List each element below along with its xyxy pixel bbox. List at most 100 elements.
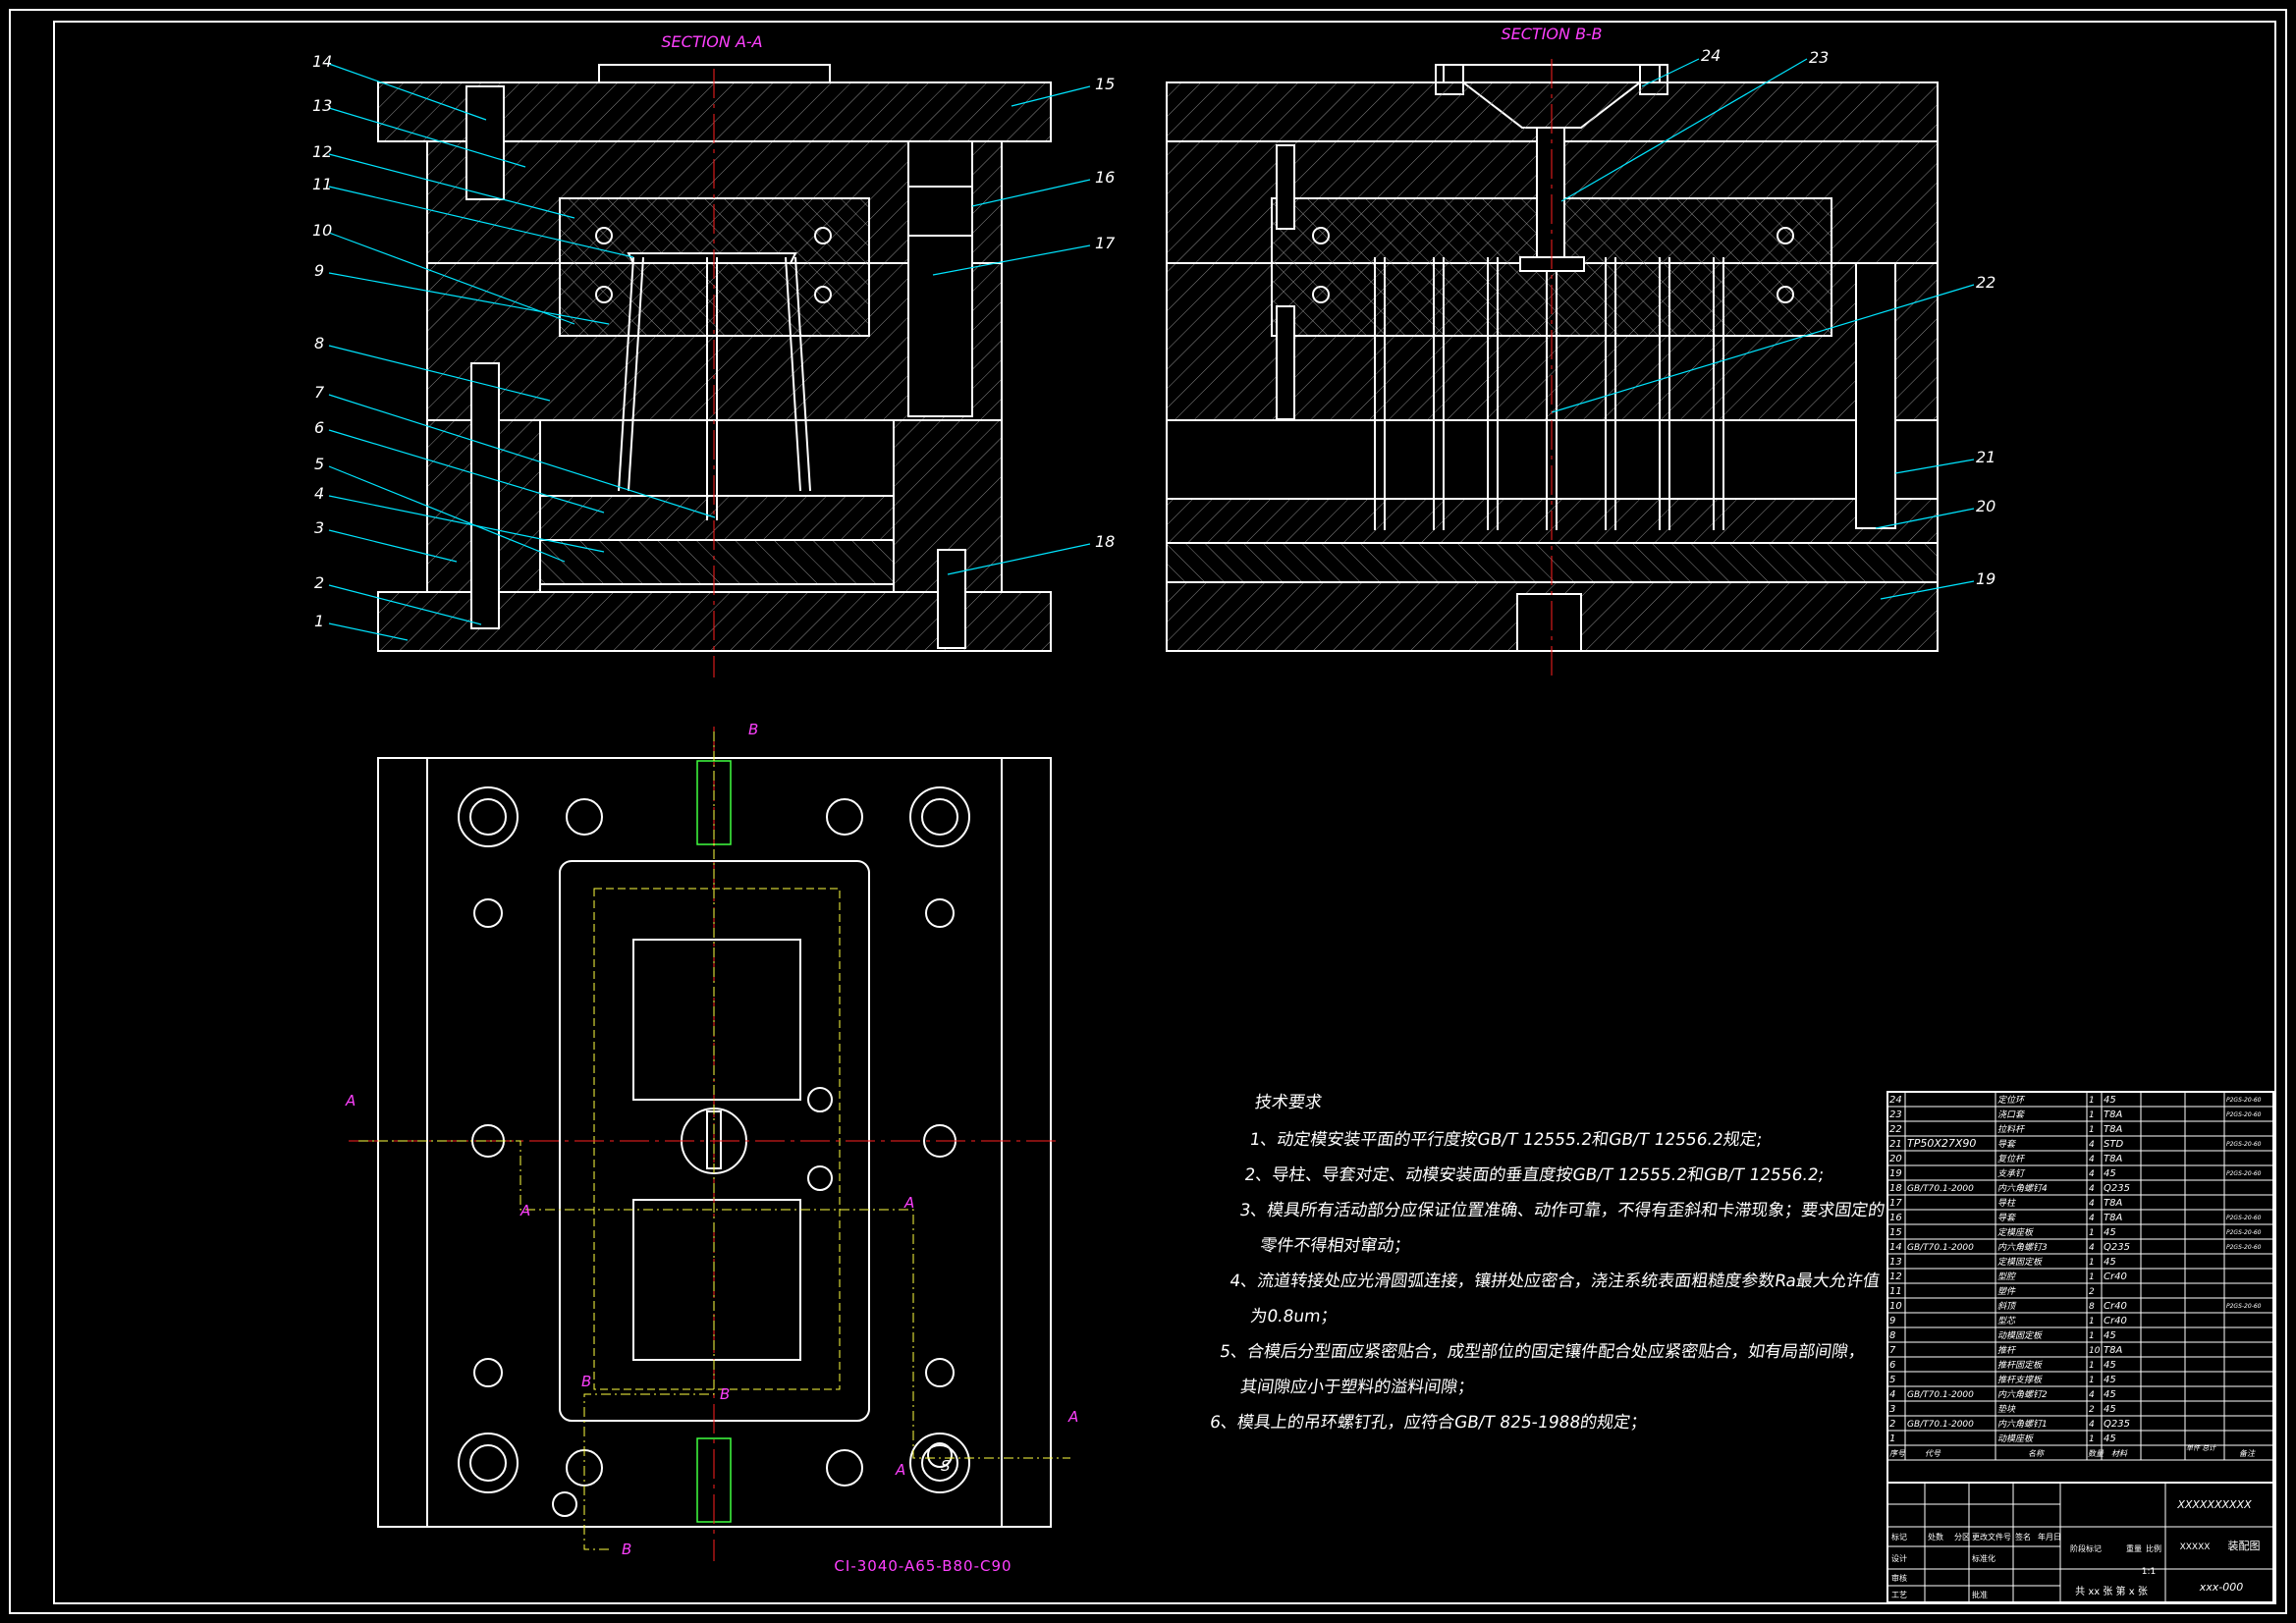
bom-cell-name: 导套 xyxy=(1997,1213,2017,1223)
bom-cell-no: 11 xyxy=(1889,1286,1902,1297)
bom-cell-name: 动模固定板 xyxy=(1997,1330,2044,1341)
plan-part-top xyxy=(632,939,801,1101)
bom-header-no: 序号 xyxy=(1889,1449,1906,1458)
bom-cell-qty: 4 xyxy=(2089,1214,2095,1223)
bom-cell-qty: 4 xyxy=(2089,1169,2095,1179)
bom-cell-name: 复位杆 xyxy=(1997,1154,2026,1164)
leader-label: 12 xyxy=(312,142,332,161)
bom-cell-name: 导套 xyxy=(1997,1139,2017,1150)
bom-cell-no: 4 xyxy=(1889,1389,1895,1400)
bom-cell-no: 3 xyxy=(1889,1404,1895,1415)
title-label: 审核 xyxy=(1891,1573,1907,1583)
bom-cell-name: 拉料杆 xyxy=(1997,1124,2026,1135)
bom-cell-material: T8A xyxy=(2104,1345,2122,1356)
tech-item: 为0.8um； xyxy=(1248,1307,1339,1326)
marker-a-mid: A xyxy=(519,1202,530,1219)
title-drawing-name: 装配图 xyxy=(2228,1540,2261,1552)
plan-part-bottom xyxy=(632,1199,801,1361)
section-a-view: SECTION A-A xyxy=(377,32,1052,677)
bom-cell-qty: 4 xyxy=(2089,1420,2095,1430)
bom-cell-material: 45 xyxy=(2104,1330,2116,1341)
bom-cell-no: 2 xyxy=(1889,1419,1895,1430)
title-label: 标准化 xyxy=(1972,1553,1995,1563)
bom-header-qty: 数量 xyxy=(2088,1449,2105,1458)
title-label: 工艺 xyxy=(1891,1591,1907,1599)
bom-cell-material: 45 xyxy=(2104,1404,2116,1415)
bom-cell-qty: 4 xyxy=(2089,1155,2095,1164)
bom-cell-material: Cr40 xyxy=(2104,1271,2127,1282)
bom-std-note: P2GS-20-60 xyxy=(2226,1215,2262,1221)
title-label: 比例 xyxy=(2146,1543,2161,1553)
leader-label: 24 xyxy=(1701,46,1721,65)
title-unit: XXXXX xyxy=(2180,1542,2211,1552)
bom-cell-no: 16 xyxy=(1889,1213,1902,1223)
marker-b-mid2: B xyxy=(720,1385,730,1403)
leader-label: 16 xyxy=(1095,168,1115,187)
leader-label: 8 xyxy=(314,334,324,352)
inner-frame xyxy=(53,21,2276,1604)
bom-header-weight: 单件 总计 xyxy=(2186,1444,2216,1452)
tech-item: 其间隙应小于塑料的溢料间隙； xyxy=(1238,1378,1476,1397)
leader-label: 23 xyxy=(1809,48,1829,67)
leader-label: 15 xyxy=(1095,75,1115,93)
marker-a-mid2: A xyxy=(903,1194,914,1212)
leader-label: 11 xyxy=(312,175,332,193)
bom-cell-material: T8A xyxy=(2104,1109,2122,1120)
bom-cell-qty: 1 xyxy=(2089,1434,2095,1444)
title-company: XXXXXXXXXX xyxy=(2176,1498,2252,1511)
bom-cell-code: GB/T70.1-2000 xyxy=(1907,1390,1974,1400)
section-b-leaders: 24 23 22 21 20 19 xyxy=(1551,46,1995,600)
bom-cell-no: 18 xyxy=(1889,1183,1902,1194)
leader-label: 18 xyxy=(1095,532,1115,551)
bom-cell-name: 定模座板 xyxy=(1997,1227,2035,1238)
marker-a-right: A xyxy=(1067,1408,1078,1426)
bom-cell-name: 推杆支撑板 xyxy=(1997,1375,2044,1385)
bom-cell-code: TP50X27X90 xyxy=(1907,1137,1976,1150)
plan-markers: A A A A A B B B B S CI-3040-A65-B80-C90 xyxy=(345,721,1078,1575)
tech-item: 4、流道转接处应光滑圆弧连接，镶拼处应密合，浇注系统表面粗糙度参数Ra最大允许值 xyxy=(1228,1271,1882,1291)
marker-a-bottom: A xyxy=(895,1461,905,1479)
marker-b-top: B xyxy=(748,721,758,738)
bom-cell-name: 斜顶 xyxy=(1997,1301,2017,1312)
marker-a-left: A xyxy=(345,1092,355,1109)
leader-label: 13 xyxy=(312,96,332,115)
bom-cell-qty: 1 xyxy=(2089,1125,2095,1135)
bom-cell-qty: 4 xyxy=(2089,1243,2095,1253)
bom-cell-name: 型芯 xyxy=(1997,1316,2017,1326)
bom-std-note: P2GS-20-60 xyxy=(2226,1229,2262,1236)
bom-cell-name: 定位环 xyxy=(1997,1095,2026,1106)
title-block: XXXXXXXXXX XXXXX 装配图 xxx-000 1:1 共 xx 张 … xyxy=(1887,1482,2273,1602)
bom-cell-code: GB/T70.1-2000 xyxy=(1907,1243,1974,1253)
bom-cell-qty: 1 xyxy=(2089,1258,2095,1268)
bom-cell-no: 9 xyxy=(1889,1316,1895,1326)
title-label: 年月日 xyxy=(2038,1532,2061,1542)
bom-header-material: 材料 xyxy=(2111,1449,2128,1458)
title-label: 设计 xyxy=(1891,1553,1907,1563)
tech-title: 技术要求 xyxy=(1253,1093,1324,1112)
tech-item: 零件不得相对窜动； xyxy=(1258,1236,1412,1256)
title-label: 批准 xyxy=(1972,1590,1988,1599)
title-label: 签名 xyxy=(2015,1532,2031,1542)
bom-cell-qty: 1 xyxy=(2089,1317,2095,1326)
leader-label: 2 xyxy=(314,573,324,592)
section-b-title: SECTION B-B xyxy=(1501,25,1602,43)
bom-cell-material: 45 xyxy=(2104,1168,2116,1179)
bom-cell-name: 推杆 xyxy=(1997,1345,2017,1356)
title-label: 处数 xyxy=(1928,1532,1943,1542)
bom-std-note: P2GS-20-60 xyxy=(2226,1141,2262,1148)
bom-cell-qty: 1 xyxy=(2089,1272,2095,1282)
bom-cell-name: 定模固定板 xyxy=(1997,1257,2044,1268)
bom-cell-material: 45 xyxy=(2104,1360,2116,1371)
guide-pillar xyxy=(907,140,973,417)
bom-cell-material: 45 xyxy=(2104,1434,2116,1444)
marker-b-mid: B xyxy=(581,1373,591,1390)
bom-cell-qty: 1 xyxy=(2089,1110,2095,1120)
bom-cell-qty: 4 xyxy=(2089,1199,2095,1209)
leader-label: 20 xyxy=(1976,497,1995,515)
bom-cell-no: 12 xyxy=(1889,1271,1902,1282)
title-label: 阶段标记 xyxy=(2070,1543,2102,1553)
model-code: CI-3040-A65-B80-C90 xyxy=(834,1557,1011,1575)
bom-cell-material: Cr40 xyxy=(2104,1301,2127,1312)
bom-cell-qty: 8 xyxy=(2089,1302,2095,1312)
